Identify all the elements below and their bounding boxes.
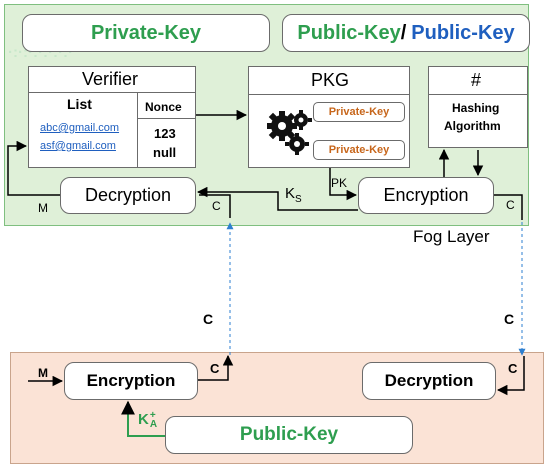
verifier-divider-h [28, 92, 196, 93]
arrow-decryption-to-verifier [7, 140, 60, 196]
verifier-title: Verifier [82, 69, 139, 89]
fog-layer-label: Fog Layer [413, 227, 490, 246]
client-label-ka: K+A [138, 410, 158, 431]
fog-label-m: M [38, 201, 48, 215]
client-public-key-label: Public-Key [239, 424, 339, 445]
middle-c-left: C [203, 311, 214, 327]
verifier-box [28, 66, 196, 168]
client-label-c-dec: C [508, 361, 518, 376]
ks-sub: S [295, 194, 302, 205]
fog-label-pk: PK [331, 176, 348, 190]
public-key-title-a: Public-Key [297, 21, 401, 44]
verifier-list-header: List [67, 96, 92, 112]
hash-box [428, 66, 528, 148]
verifier-nonce-header: Nonce [145, 100, 182, 114]
pkg-divider [248, 94, 410, 95]
ka-sup: + [149, 410, 156, 422]
verifier-divider-h2 [137, 118, 196, 119]
hash-label-2: Algorithm [444, 119, 501, 133]
fog-encryption-label: Encryption [383, 185, 469, 205]
client-label-c-enc: C [210, 361, 220, 376]
fog-encryption-box: Encryption [358, 177, 494, 214]
arrow-public-key-to-encryption [121, 400, 165, 437]
verifier-nonce-1: 123 [154, 126, 176, 141]
client-encryption-box: Encryption [64, 362, 198, 400]
fog-decryption-box: Decryption [60, 177, 196, 214]
public-key-title-b: Public-Key [411, 21, 515, 44]
arrow-client-encryption-out [198, 354, 234, 381]
client-public-key-box: Public-Key [165, 416, 413, 454]
pkg-private-key-1: Private-Key [313, 102, 405, 122]
fog-label-c-left: C [212, 199, 221, 213]
verifier-divider-v [137, 92, 138, 168]
middle-c-right: C [504, 311, 515, 327]
verifier-email-1[interactable]: abc@gmail.com [40, 122, 120, 134]
arrow-ks-to-decryption [196, 186, 358, 211]
private-key-title: Private-Key [90, 21, 202, 44]
public-key-title-sep: / [400, 21, 407, 44]
fog-label-ks: KS [285, 185, 302, 205]
pkg-private-key-2-label: Private-Key [328, 144, 390, 156]
ka-sub: A [149, 419, 158, 431]
private-key-title-box: Private-Key [22, 14, 270, 52]
public-key-title-box: Public-Key / Public-Key [282, 14, 530, 52]
verifier-nonce-2: null [153, 145, 177, 160]
pkg-private-key-1-label: Private-Key [328, 106, 390, 118]
gears-icon [267, 110, 312, 155]
hash-divider [428, 94, 528, 95]
hash-symbol: # [471, 70, 482, 90]
hash-label-1: Hashing [452, 101, 500, 115]
pkg-title: PKG [311, 70, 350, 90]
arrow-into-client-decryption [496, 356, 525, 396]
client-encryption-label: Encryption [86, 371, 176, 390]
ks-main: K [285, 185, 296, 202]
arrow-encryption-c-out [494, 194, 523, 220]
pkg-private-key-2: Private-Key [313, 140, 405, 160]
client-label-m: M [38, 366, 48, 380]
verifier-email-2[interactable]: asf@gmail.com [40, 140, 116, 152]
ka-main: K [138, 411, 149, 428]
fog-decryption-label: Decryption [84, 185, 172, 205]
client-decryption-label: Decryption [384, 371, 474, 390]
client-decryption-box: Decryption [362, 362, 496, 400]
ka-scripts: +A [149, 410, 158, 431]
fog-label-c-right: C [506, 198, 515, 212]
arrow-pkg-to-encryption [329, 168, 358, 201]
arrow-c-into-decryption [199, 194, 231, 218]
